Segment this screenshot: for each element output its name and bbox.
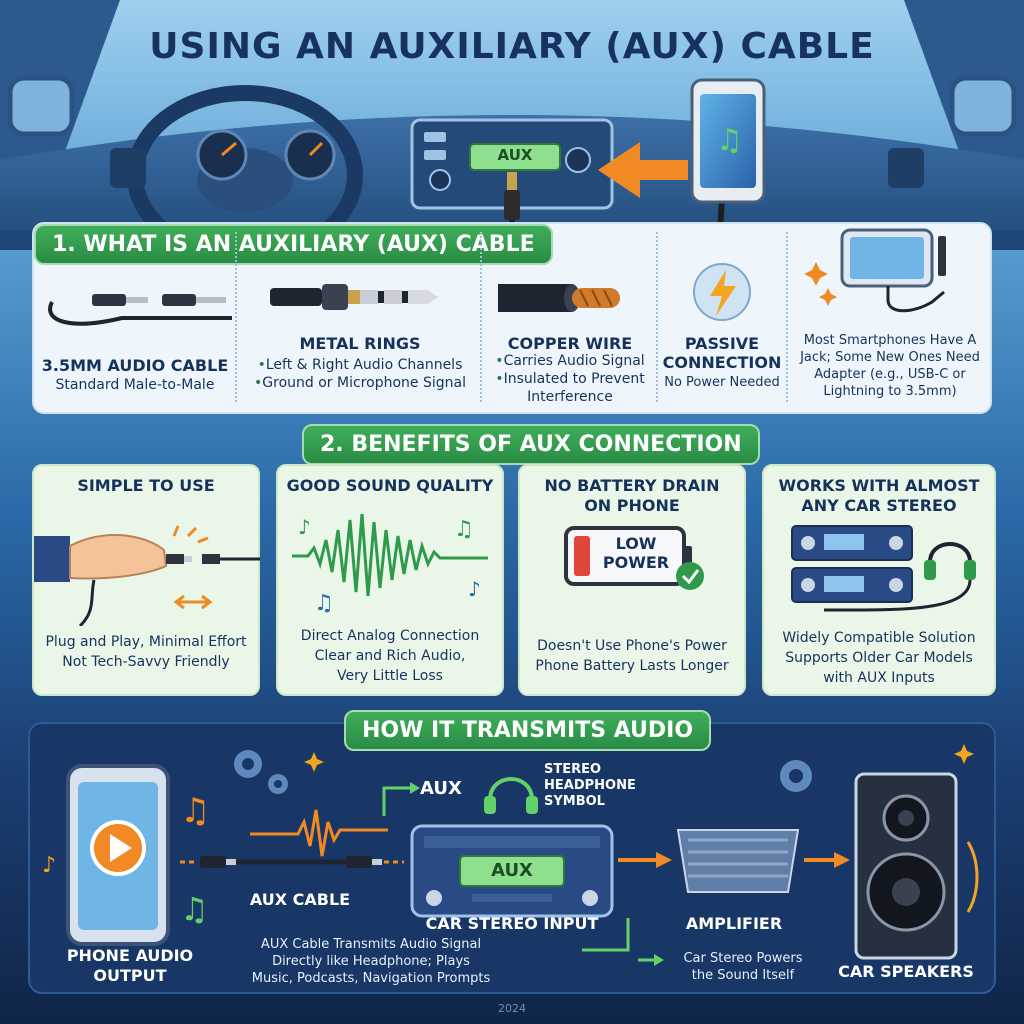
car-stereo-icon [410, 824, 614, 918]
section-1-header: 1. WHAT IS AN AUXILIARY (AUX) CABLE [34, 224, 553, 265]
amplifier-icon [676, 829, 800, 893]
benefit-desc: Widely Compatible Solution Supports Olde… [782, 630, 976, 686]
svg-text:♫: ♫ [454, 517, 474, 542]
aux-label: AUX [420, 778, 462, 799]
phone-audio-output-label: PHONE AUDIO OUTPUT [66, 946, 194, 985]
amplifier-label: AMPLIFIER [685, 914, 783, 933]
benefit-desc: Doesn't Use Phone's Power Phone Battery … [535, 638, 729, 674]
divider [235, 232, 237, 402]
svg-text:♫: ♫ [314, 591, 334, 616]
battery-icon [564, 526, 704, 590]
svg-text:♫: ♫ [716, 123, 743, 158]
list-item: Insulated to Prevent Interference [488, 370, 652, 406]
cable-title: 3.5MM AUDIO CABLE [41, 356, 229, 375]
phone-icon [66, 764, 170, 946]
smartphone-note: Most Smartphones Have A Jack; Some New O… [800, 333, 980, 399]
copper-wire-icon [498, 284, 620, 312]
lightning-bolt-icon [693, 263, 751, 321]
benefit-desc: Direct Analog Connection Clear and Rich … [300, 628, 480, 684]
divider [480, 232, 482, 402]
car-stereo-input-label: CAR STEREO INPUT [425, 914, 599, 933]
audio-cable-icon [48, 294, 232, 326]
power-note: Car Stereo Powers the Sound Itself [683, 951, 803, 983]
section-1-icons [48, 228, 946, 326]
speaker-icon [854, 772, 979, 960]
benefit-card-simple: SIMPLE TO USE Plug and Play, Minimal Eff… [32, 464, 260, 696]
metal-rings-title: METAL RINGS [299, 334, 421, 353]
divider [656, 232, 658, 402]
low-power-badge: LOW POWER [602, 534, 670, 572]
copper-wire-title: COPPER WIRE [507, 334, 633, 353]
smartphone-adapter-icon [804, 228, 946, 313]
gear-icon [234, 750, 812, 794]
cable-desc: Standard Male-to-Male [55, 377, 215, 393]
svg-text:♪: ♪ [42, 853, 56, 878]
benefit-card-compatible: WORKS WITH ALMOST ANY CAR STEREO Widely … [762, 464, 996, 696]
list-item: Left & Right Audio Channels [245, 356, 475, 374]
divider [786, 232, 788, 402]
passive-connection-desc: No Power Needed [664, 375, 780, 390]
list-item: Carries Audio Signal [488, 352, 652, 370]
sound-wave-icon: ♪ ♫ ♫ ♪ [292, 513, 488, 616]
stereo-aux-display: AUX [491, 860, 533, 881]
section-2-header: 2. BENEFITS OF AUX CONNECTION [302, 424, 760, 465]
stereo-headphone-symbol-label: STEREO HEADPHONE SYMBOL [544, 762, 636, 809]
passive-connection-title: PASSIVE CONNECTION [662, 334, 782, 372]
car-stereo-units-icon [791, 525, 976, 612]
year-label: 2024 [498, 1002, 526, 1015]
metal-rings-list: Left & Right Audio Channels Ground or Mi… [245, 356, 475, 392]
list-item: Ground or Microphone Signal [245, 374, 475, 392]
svg-text:♫: ♫ [180, 890, 209, 928]
main-title: USING AN AUXILIARY (AUX) CABLE [149, 26, 875, 67]
benefit-card-battery: NO BATTERY DRAIN ON PHONE LOW POWER Does… [518, 464, 746, 696]
copper-wire-list: Carries Audio Signal Insulated to Preven… [488, 352, 652, 406]
car-speakers-label: CAR SPEAKERS [838, 962, 974, 981]
metal-rings-icon [270, 284, 438, 310]
benefit-card-sound: GOOD SOUND QUALITY ♪ ♫ ♫ ♪ Direct Analog… [276, 464, 504, 696]
transmit-note: AUX Cable Transmits Audio Signal Directl… [251, 937, 491, 986]
svg-text:♪: ♪ [468, 577, 481, 601]
section-3-header: HOW IT TRANSMITS AUDIO [344, 710, 712, 751]
benefit-desc: Plug and Play, Minimal Effort Not Tech-S… [45, 634, 247, 670]
plug-hand-icon [34, 525, 260, 626]
svg-text:♪: ♪ [298, 515, 311, 539]
dash-aux-display: AUX [497, 146, 533, 164]
aux-cable-label: AUX CABLE [249, 890, 351, 909]
audio-flow-diagram: ♫ ♪ ♫ [42, 744, 979, 966]
svg-text:♫: ♫ [180, 791, 210, 831]
